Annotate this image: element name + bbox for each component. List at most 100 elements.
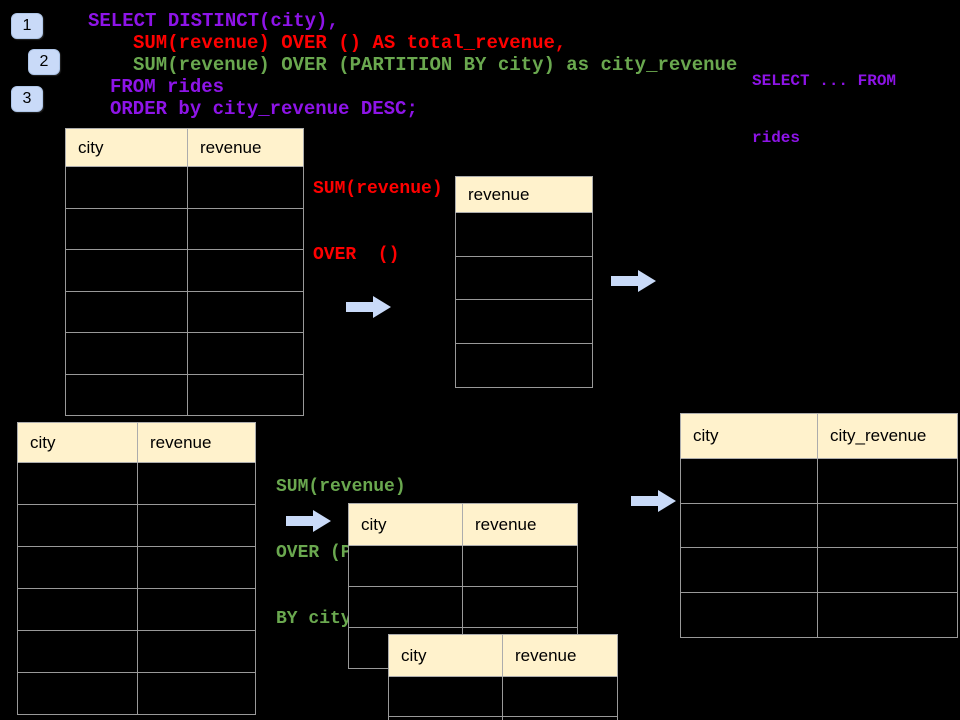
empty-cell xyxy=(187,332,304,375)
sql-total-revenue-line: SUM(revenue) OVER () AS total_revenue, xyxy=(133,32,567,54)
column-header-city: city xyxy=(348,503,463,546)
sql-select-line: SELECT DISTINCT(city), xyxy=(88,10,339,32)
empty-cell xyxy=(17,588,138,631)
empty-cell xyxy=(187,166,304,209)
empty-cell xyxy=(348,545,463,587)
table-row xyxy=(348,545,578,587)
empty-cell xyxy=(137,588,256,631)
column-header-city: city xyxy=(680,413,818,459)
table-row xyxy=(348,586,578,628)
empty-cell xyxy=(17,630,138,673)
table-row xyxy=(388,716,618,720)
empty-cell xyxy=(502,676,618,717)
total-annotation-line-1: SUM(revenue) xyxy=(313,179,443,199)
empty-cell xyxy=(65,290,188,333)
table-row xyxy=(65,332,304,375)
table-row xyxy=(17,630,256,673)
source-table-bottom: city revenue xyxy=(17,422,256,715)
partition-annotation-line-1: SUM(revenue) xyxy=(276,477,406,497)
table-row xyxy=(455,343,593,388)
column-header-revenue: revenue xyxy=(455,176,593,213)
empty-cell xyxy=(65,373,188,416)
table-row xyxy=(455,255,593,301)
empty-cell xyxy=(65,207,188,250)
empty-cell xyxy=(680,547,818,594)
table-row xyxy=(17,588,256,631)
empty-cell xyxy=(137,630,256,673)
sql-order-by-line: ORDER by city_revenue DESC; xyxy=(110,98,418,120)
table-row xyxy=(65,373,304,416)
table-row xyxy=(65,207,304,250)
flow-arrow-icon-1 xyxy=(346,296,391,318)
empty-cell xyxy=(455,212,593,257)
empty-cell xyxy=(137,462,256,505)
table-row xyxy=(680,547,958,594)
empty-cell xyxy=(137,504,256,547)
empty-cell xyxy=(187,373,304,416)
empty-cell xyxy=(187,290,304,333)
table-row xyxy=(455,212,593,257)
empty-cell xyxy=(680,458,818,504)
total-revenue-table: revenue xyxy=(455,176,593,388)
column-header-revenue: revenue xyxy=(137,422,256,463)
step-badge-1: 1 xyxy=(11,13,43,39)
side-note-line-1: SELECT ... FROM xyxy=(752,72,897,90)
sql-partition-line: SUM(revenue) OVER (PARTITION BY city) as… xyxy=(133,54,738,76)
table-row xyxy=(17,462,256,505)
table-row xyxy=(17,546,256,589)
empty-cell xyxy=(455,299,593,345)
city-revenue-result-table: city city_revenue xyxy=(680,413,958,638)
empty-cell xyxy=(455,343,593,388)
step-badge-3: 3 xyxy=(11,86,43,112)
table-row xyxy=(680,592,958,638)
empty-cell xyxy=(17,672,138,715)
table-row xyxy=(388,676,618,717)
empty-cell xyxy=(187,207,304,250)
column-header-revenue: revenue xyxy=(502,634,618,677)
empty-cell xyxy=(388,716,503,720)
partition-window-table-back: city revenue xyxy=(348,503,578,669)
empty-cell xyxy=(137,546,256,589)
empty-cell xyxy=(817,458,958,504)
partition-window-table-front: city revenue xyxy=(388,634,618,720)
table-row xyxy=(65,249,304,292)
empty-cell xyxy=(502,716,618,720)
table-row xyxy=(17,672,256,715)
empty-cell xyxy=(137,672,256,715)
empty-cell xyxy=(17,462,138,505)
empty-cell xyxy=(680,502,818,549)
empty-cell xyxy=(817,502,958,549)
step-badge-2: 2 xyxy=(28,49,60,75)
total-annotation-line-2: OVER () xyxy=(313,245,400,265)
sql-from-line: FROM rides xyxy=(110,76,225,98)
table-row xyxy=(17,504,256,547)
empty-cell xyxy=(17,546,138,589)
table-row xyxy=(680,502,958,549)
empty-cell xyxy=(462,545,578,587)
empty-cell xyxy=(462,586,578,628)
empty-cell xyxy=(680,592,818,638)
total-revenue-annotation: SUM(revenue) OVER () xyxy=(313,134,443,310)
column-header-revenue: revenue xyxy=(187,128,304,167)
side-note: SELECT ... FROM rides xyxy=(752,34,896,186)
column-header-city: city xyxy=(17,422,138,463)
empty-cell xyxy=(388,676,503,717)
empty-cell xyxy=(348,586,463,628)
column-header-city-revenue: city_revenue xyxy=(817,413,958,459)
flow-arrow-icon-4 xyxy=(631,490,676,512)
source-table-top: city revenue xyxy=(65,128,304,416)
column-header-city: city xyxy=(65,128,188,167)
table-row xyxy=(65,290,304,333)
table-row xyxy=(455,299,593,345)
empty-cell xyxy=(65,166,188,209)
side-note-line-2: rides xyxy=(752,129,801,147)
column-header-city: city xyxy=(388,634,503,677)
empty-cell xyxy=(455,255,593,301)
empty-cell xyxy=(817,547,958,594)
table-row xyxy=(680,458,958,504)
empty-cell xyxy=(17,504,138,547)
table-row xyxy=(65,166,304,209)
empty-cell xyxy=(817,592,958,638)
flow-arrow-icon-2 xyxy=(611,270,656,292)
